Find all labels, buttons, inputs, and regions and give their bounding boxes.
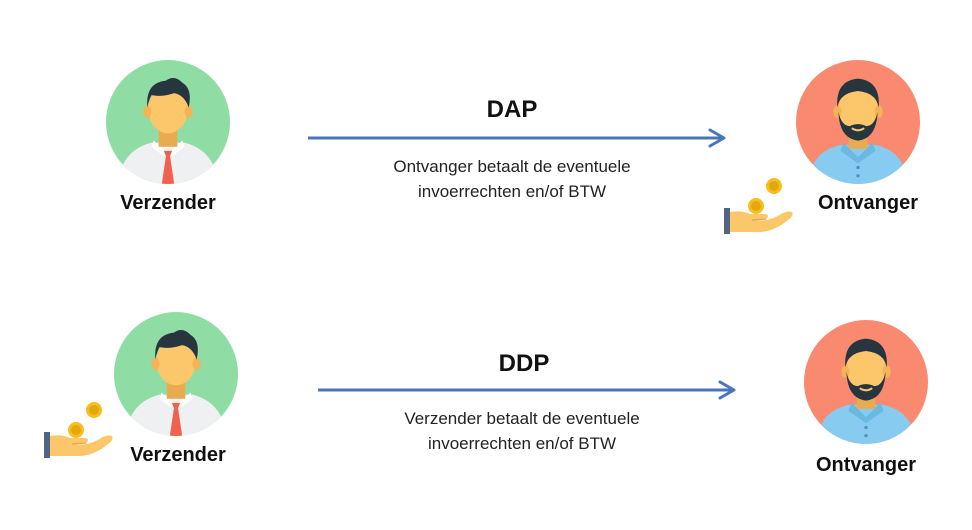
arrow-right-icon: [318, 380, 736, 400]
receiver-label: Ontvanger: [815, 454, 917, 476]
description-line: invoerrechten en/of BTW: [427, 434, 617, 453]
hand-with-coins-icon: [722, 176, 802, 236]
hand-with-coins-icon: [42, 400, 122, 460]
description-line: Ontvanger betaalt de eventuele: [393, 157, 631, 176]
sender-label: Verzender: [120, 192, 216, 214]
receiver-avatar-icon: [796, 60, 920, 184]
description-line: Verzender betaalt de eventuele: [404, 409, 640, 428]
sender-avatar-icon: [114, 312, 238, 436]
receiver-label: Ontvanger: [817, 192, 919, 214]
receiver-avatar-icon: [804, 320, 928, 444]
sender-avatar-icon: [106, 60, 230, 184]
sender-label: Verzender: [130, 444, 226, 466]
incoterm-title: DAP: [486, 96, 538, 123]
arrow-right-icon: [308, 128, 726, 148]
incoterm-description: Ontvanger betaalt de eventuele invoerrec…: [352, 154, 672, 204]
incoterm-description: Verzender betaalt de eventuele invoerrec…: [362, 406, 682, 456]
incoterm-title: DDP: [498, 350, 550, 377]
description-line: invoerrechten en/of BTW: [417, 182, 607, 201]
